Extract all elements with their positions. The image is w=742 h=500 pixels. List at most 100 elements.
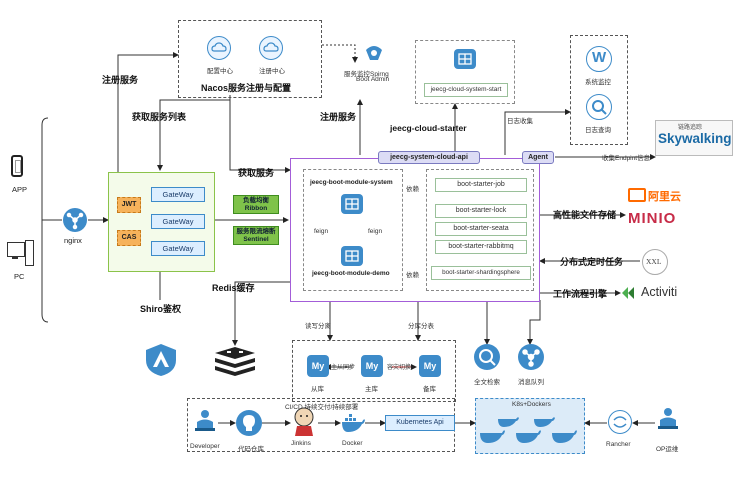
phone-icon [11, 155, 23, 177]
registry-center-label: 注册中心 [259, 68, 285, 75]
starters-box: boot-starter-job boot-starter-lock boot-… [426, 169, 534, 291]
feign-label-left: feign [314, 228, 329, 235]
label-register-service-1: 注册服务 [102, 75, 139, 85]
system-monitor-icon: W [586, 46, 612, 72]
log-query-icon [586, 94, 612, 120]
nacos-title: Nacos服务注册与配置 [201, 83, 292, 93]
aliyun-text: 阿里云 [648, 191, 681, 203]
label-fetch-service: 获取服务 [238, 168, 275, 178]
starter-job: boot-starter-job [435, 178, 527, 192]
pc-icon [7, 240, 34, 266]
label-shiro-auth: Shiro鉴权 [140, 304, 182, 314]
module-system-icon [341, 194, 363, 214]
nginx-label: nginx [64, 236, 82, 245]
sync-label: 主从同步 [331, 365, 356, 371]
config-center-label: 配置中心 [207, 68, 233, 75]
config-center-icon [207, 36, 231, 60]
k8s-cluster-box: K8s+Dockers [475, 398, 585, 454]
docker-label: Docker [342, 440, 363, 447]
kubernetes-api-box: Kubernetes Api [385, 415, 455, 431]
rancher-icon [608, 410, 632, 434]
load-balance-box: 负载均衡 Ribbon [233, 195, 279, 214]
ops-icon [656, 406, 680, 434]
failover-label: 容灾切换 [387, 365, 412, 371]
gateway-node-1: GateWay [151, 187, 205, 202]
log-monitor-box: W 系统监控 日志查询 [570, 35, 628, 145]
log-collect-label: 日志收集 [507, 118, 533, 125]
module-demo-label: jeecg-boot-module-demo [312, 270, 390, 277]
label-file-storage: 高性能文件存储 [553, 210, 617, 220]
fulltext-search-label: 全文检索 [474, 379, 500, 386]
jenkins-icon [291, 406, 317, 436]
log-query-label: 日志查询 [585, 127, 611, 134]
label-rw-split: 读写分离 [305, 323, 331, 330]
skywalking-logo: 链路追踪 Skywalking [655, 120, 733, 156]
label-register-service-2: 注册服务 [320, 112, 357, 122]
redis-icon [213, 346, 257, 376]
boot-admin-label-1: 服务监控Spirng [344, 71, 389, 78]
developer-icon [193, 408, 217, 436]
client-app-label: APP [12, 185, 28, 194]
cloud-api-label: jeecg-system-cloud-api [378, 151, 480, 164]
database-cluster-box: My 从库 主从同步 My 主库 容灾切换 My 备库 [292, 340, 456, 402]
load-balance-line1: 负载均衡 [243, 197, 269, 204]
label-sharding: 分库分表 [408, 323, 434, 330]
label-workflow-engine: 工作流程引擎 [553, 289, 608, 299]
load-balance-line2: Ribbon [244, 205, 268, 212]
boot-admin-label-2: Boot Admin [356, 76, 390, 83]
gateway-box: JWT CAS GateWay GateWay GateWay [108, 172, 215, 272]
rate-limit-box: 服务限流熔断 Sentinel [233, 226, 279, 245]
cloud-start-box: jeecg-cloud-system-start [415, 40, 515, 104]
starter-shardingsphere: boot-starter-shardingsphere [431, 266, 531, 280]
module-system-label: jeecg-boot-module-system [310, 179, 393, 186]
fulltext-search-icon [474, 344, 500, 370]
depend-label-2: 依赖 [406, 272, 419, 279]
docker-icon [340, 410, 366, 434]
master-db-icon: My [361, 355, 383, 377]
backup-db-icon: My [419, 355, 441, 377]
activiti-text: Activiti [641, 285, 678, 299]
slave-db-icon: My [307, 355, 329, 377]
agent-label: Agent [522, 151, 554, 164]
message-queue-label: 消息队列 [518, 379, 544, 386]
xxl-logo: XXL [642, 249, 668, 275]
nacos-box: 配置中心 注册中心 Nacos服务注册与配置 [178, 20, 322, 98]
cloud-starter-label: jeecg-cloud-starter [390, 123, 467, 133]
k8s-docker-icons [480, 417, 577, 443]
aliyun-logo: 阿里云 [628, 185, 686, 207]
starter-lock: boot-starter-lock [435, 204, 527, 218]
developer-label: Developer [190, 443, 220, 450]
starter-rabbitmq: boot-starter-rabbitmq [435, 240, 527, 254]
slave-db-label: 从库 [311, 386, 324, 393]
boot-admin-icon [362, 42, 386, 64]
code-repo-icon [236, 410, 262, 436]
jenkins-label: Jinkins [291, 440, 311, 447]
rate-limit-line1: 服务限流熔断 [236, 228, 276, 235]
cas-box: CAS [117, 230, 141, 246]
label-redis-cache: Redis缓存 [212, 283, 255, 293]
cloud-start-label: jeecg-cloud-system-start [424, 83, 508, 97]
label-fetch-service-list: 获取服务列表 [132, 112, 187, 122]
xxl-text: XXL [646, 257, 662, 266]
gateway-node-3: GateWay [151, 241, 205, 256]
jwt-box: JWT [117, 197, 141, 213]
master-db-label: 主库 [365, 386, 378, 393]
system-monitor-label: 系统监控 [585, 79, 611, 86]
skywalking-name: Skywalking [658, 131, 732, 146]
registry-center-icon [259, 36, 283, 60]
message-queue-icon [518, 344, 544, 370]
skywalking-tag: 链路追踪 [678, 125, 703, 131]
modules-box: jeecg-boot-module-system feign feign jee… [303, 169, 403, 291]
feign-label-right: feign [368, 228, 383, 235]
shiro-shield-icon [142, 342, 180, 378]
code-repo-label: 代码仓库 [238, 446, 264, 453]
k8s-cluster-label: K8s+Dockers [512, 401, 551, 408]
module-demo-icon [341, 246, 363, 266]
client-pc-label: PC [14, 272, 25, 281]
activiti-logo: Activiti [620, 282, 694, 304]
label-scheduled-task: 分布式定时任务 [560, 257, 624, 267]
ops-label: OP运维 [656, 446, 679, 453]
cicd-title: CI/CD 持续交付/持续部署 [285, 404, 359, 411]
nginx-icon [63, 208, 87, 232]
backup-db-label: 备库 [423, 386, 436, 393]
